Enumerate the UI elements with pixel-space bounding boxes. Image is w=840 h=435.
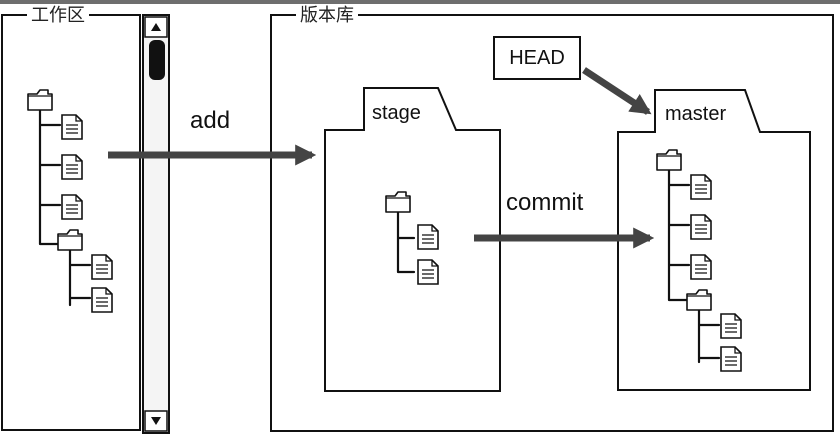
file-icon [61, 154, 83, 180]
file-icon [91, 287, 113, 313]
workspace-root-folder-icon [27, 89, 53, 111]
file-icon [720, 313, 742, 339]
file-icon [61, 194, 83, 220]
file-icon [690, 254, 712, 280]
stage-file-tree [385, 191, 439, 285]
commit-label: commit [506, 189, 584, 216]
workspace-scrollbar[interactable] [142, 14, 170, 434]
scroll-up-arrow-icon [151, 23, 161, 31]
workspace-frame [1, 14, 141, 431]
stage-label: stage [372, 102, 421, 124]
workspace-subfolder-icon [57, 229, 83, 251]
repository-title: 版本库 [296, 6, 358, 26]
repository-frame [270, 14, 834, 432]
workspace-title: 工作区 [27, 6, 89, 26]
file-icon [417, 224, 439, 250]
file-icon [690, 214, 712, 240]
file-icon [720, 346, 742, 372]
file-icon [91, 254, 113, 280]
scrollbar-thumb[interactable] [149, 40, 165, 80]
add-label: add [190, 107, 231, 134]
master-label: master [665, 103, 727, 125]
master-file-tree [656, 149, 742, 372]
file-icon [690, 174, 712, 200]
head-pointer-arrow [582, 67, 652, 115]
scroll-down-arrow-icon [151, 417, 161, 425]
workspace-file-tree [27, 89, 113, 313]
head-pointer-box: HEAD [493, 36, 581, 80]
file-icon [417, 259, 439, 285]
file-icon [61, 114, 83, 140]
window-top-bar [0, 0, 840, 4]
stage-container [324, 87, 501, 392]
